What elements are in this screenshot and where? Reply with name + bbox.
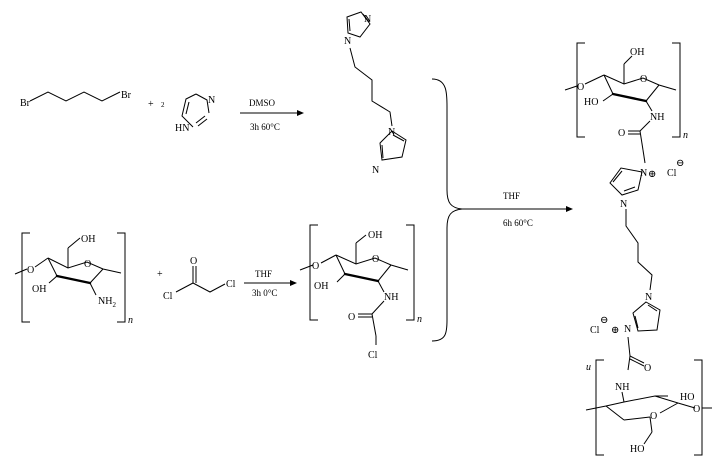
product-bottom-ho-lower: HO xyxy=(630,444,644,455)
chitosan-repeat-n: n xyxy=(128,315,133,326)
chloroacetyl-chitosan: O O OH OH NH O Cl n xyxy=(299,224,422,361)
reaction-arrow-2: THF 3h 0°C xyxy=(244,269,297,298)
stoichiometric-coefficient: 2 xyxy=(161,101,165,109)
chloroacetyl-chloride: O Cl Cl xyxy=(163,256,236,302)
product-top-n-plus: N xyxy=(640,168,647,179)
chitosan2-oh-left: OH xyxy=(314,281,328,292)
reaction-arrow-1: DMSO 3h 60°C xyxy=(240,98,304,132)
chitosan-o-linkage: O xyxy=(27,265,34,276)
acyl-oxygen-label: O xyxy=(190,256,197,267)
product-bottom-counter-charge: ⊖ xyxy=(600,315,608,326)
product-top-nh: NH xyxy=(650,112,664,123)
dibromobutane: Br Br xyxy=(20,90,132,109)
bisimidazole-bottom-linked-n: N xyxy=(388,127,395,138)
product-bottom-repeat-u: u xyxy=(586,362,591,373)
product-top-ho: HO xyxy=(584,97,598,108)
product-bottom-nh: NH xyxy=(615,382,629,393)
arrow2-condition: 3h 0°C xyxy=(252,288,277,298)
reaction-arrow-3: THF 6h 60°C xyxy=(462,191,573,228)
product-bottom-imidazolium: N N ⊕ Cl ⊖ xyxy=(590,292,661,357)
alkyl-chloride-cl: Cl xyxy=(226,279,236,290)
chitosan2-repeat-n: n xyxy=(417,314,422,325)
merging-brace xyxy=(431,78,463,342)
product-top-amide-o: O xyxy=(618,128,625,139)
product-top-chitosan: O O OH HO NH n O xyxy=(564,42,688,164)
product-bottom-counter-cl: Cl xyxy=(590,325,600,336)
product-top-repeat-n: n xyxy=(683,130,688,141)
chitosan2-nh: NH xyxy=(384,292,398,303)
product-bottom-charge: ⊕ xyxy=(611,325,619,336)
product-top-o-linkage: O xyxy=(577,82,584,93)
imidazole-n-label: N xyxy=(208,95,215,106)
chitosan2-ring-o: O xyxy=(372,254,379,265)
arrow1-condition: 3h 60°C xyxy=(250,122,280,132)
arrow3-reagent: THF xyxy=(503,191,520,201)
acyl-chloride-cl: Cl xyxy=(163,291,173,302)
chitosan-oh-top: OH xyxy=(81,234,95,245)
chitosan2-amide-o: O xyxy=(348,312,355,323)
chitosan-ring-o: O xyxy=(84,259,91,270)
arrow3-condition: 6h 60°C xyxy=(503,218,533,228)
plus-sign-2: + xyxy=(157,269,163,280)
product-bottom-o-linkage: O xyxy=(693,404,700,415)
product-top-imidazolium: N ⊕ Cl ⊖ N xyxy=(609,158,684,210)
chitosan-oh-left: OH xyxy=(32,284,46,295)
bisimidazole-top-n: N xyxy=(364,14,371,25)
product-top-charge: ⊕ xyxy=(648,169,656,180)
product-top-n: N xyxy=(620,199,627,210)
imidazole: N HN xyxy=(175,93,215,134)
bisimidazole-bottom-n: N xyxy=(372,165,379,176)
product-top-counter-cl: Cl xyxy=(667,168,677,179)
product-top-counter-charge: ⊖ xyxy=(676,158,684,169)
chitosan-nh2: NH2 xyxy=(98,296,116,309)
arrow2-reagent: THF xyxy=(255,269,272,279)
plus-sign-1: + xyxy=(148,99,154,110)
product-bottom-ho: HO xyxy=(680,392,694,403)
imidazole-nh-label: HN xyxy=(175,123,189,134)
chitosan2-oh-top: OH xyxy=(368,230,382,241)
product-bottom-n: N xyxy=(645,292,652,303)
product-bottom-ring-o: O xyxy=(650,411,657,422)
product-top-oh: OH xyxy=(630,47,644,58)
bromine-right-label: Br xyxy=(121,90,132,101)
product-butyl-linker xyxy=(625,209,653,291)
arrow1-reagent: DMSO xyxy=(249,98,276,108)
chitosan: O O OH OH NH2 n xyxy=(14,232,133,326)
bromine-left-label: Br xyxy=(20,98,31,109)
product-bottom-amide-o: O xyxy=(644,363,651,374)
product-top-ring-o: O xyxy=(640,74,647,85)
chitosan2-cl: Cl xyxy=(368,350,378,361)
product-bottom-n-plus: N xyxy=(624,324,631,335)
chitosan2-o-linkage: O xyxy=(312,261,319,272)
bisimidazole-top-linked-n: N xyxy=(344,36,351,47)
bis-imidazolylbutane: N N N N xyxy=(344,11,407,176)
product-bottom-chitosan: u O NH O HO O HO xyxy=(585,355,712,456)
